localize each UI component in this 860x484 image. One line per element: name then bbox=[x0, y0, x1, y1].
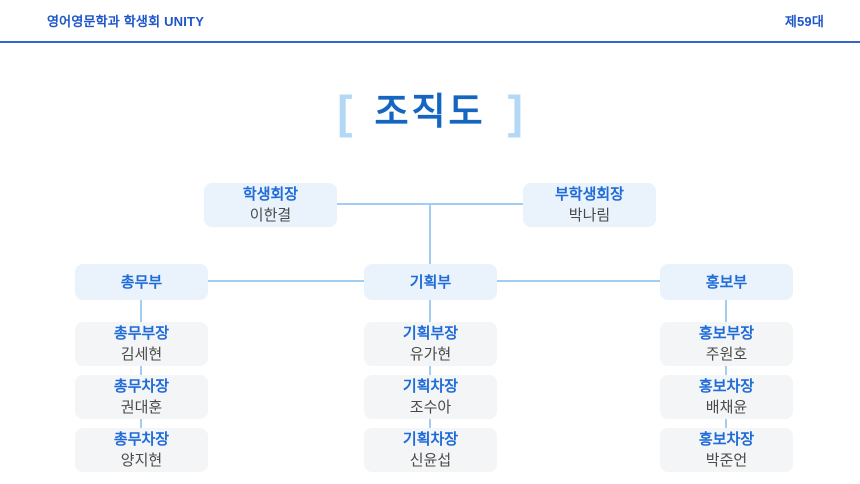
member-role-label: 총무차장 bbox=[113, 378, 170, 395]
dept-box-gihoek: 기획부 bbox=[364, 264, 497, 300]
member-role-label: 총무부장 bbox=[113, 325, 170, 342]
member-box: 총무부장 김세현 bbox=[75, 322, 208, 366]
vice-president-role-label: 부학생회장 bbox=[554, 186, 624, 203]
dept-box-hongbo: 홍보부 bbox=[660, 264, 793, 300]
dept-label: 총무부 bbox=[120, 273, 163, 291]
page-title: [ 조직도 ] bbox=[0, 84, 860, 140]
member-box: 홍보차장 배채윤 bbox=[660, 375, 793, 419]
vice-president-name-label: 박나림 bbox=[568, 207, 611, 224]
dept-label: 홍보부 bbox=[705, 273, 748, 291]
title-bracket-right: ] bbox=[507, 86, 523, 138]
vice-president-box: 부학생회장 박나림 bbox=[523, 183, 656, 227]
member-role-label: 총무차장 bbox=[113, 431, 170, 448]
member-box: 홍보부장 주원호 bbox=[660, 322, 793, 366]
member-role-label: 기획차장 bbox=[402, 378, 459, 395]
member-box: 총무차장 권대훈 bbox=[75, 375, 208, 419]
president-box: 학생회장 이한결 bbox=[204, 183, 337, 227]
member-box: 홍보차장 박준언 bbox=[660, 428, 793, 472]
member-role-label: 기획차장 bbox=[402, 431, 459, 448]
member-name-label: 유가현 bbox=[409, 346, 452, 363]
member-name-label: 신윤섭 bbox=[409, 452, 452, 469]
dept-box-chongmu: 총무부 bbox=[75, 264, 208, 300]
president-name-label: 이한결 bbox=[249, 207, 292, 224]
member-box: 기획부장 유가현 bbox=[364, 322, 497, 366]
member-role-label: 홍보차장 bbox=[698, 378, 755, 395]
member-box: 총무차장 양지현 bbox=[75, 428, 208, 472]
header-term-badge: 제59대 bbox=[784, 14, 824, 29]
member-name-label: 김세현 bbox=[120, 346, 163, 363]
member-role-label: 기획부장 bbox=[402, 325, 459, 342]
member-box: 기획차장 조수아 bbox=[364, 375, 497, 419]
member-name-label: 조수아 bbox=[409, 399, 452, 416]
member-role-label: 홍보부장 bbox=[698, 325, 755, 342]
member-role-label: 홍보차장 bbox=[698, 431, 755, 448]
member-name-label: 배채윤 bbox=[705, 399, 748, 416]
member-name-label: 양지현 bbox=[120, 452, 163, 469]
title-bracket-left: [ bbox=[337, 86, 353, 138]
member-name-label: 주원호 bbox=[705, 346, 748, 363]
title-text: 조직도 bbox=[374, 91, 486, 132]
header: 영어영문학과 학생회 UNITY 제59대 bbox=[0, 0, 860, 43]
header-org-name: 영어영문학과 학생회 UNITY bbox=[47, 14, 205, 29]
dept-label: 기획부 bbox=[409, 273, 452, 291]
member-name-label: 박준언 bbox=[705, 452, 748, 469]
member-name-label: 권대훈 bbox=[120, 399, 163, 416]
president-role-label: 학생회장 bbox=[242, 186, 299, 203]
member-box: 기획차장 신윤섭 bbox=[364, 428, 497, 472]
